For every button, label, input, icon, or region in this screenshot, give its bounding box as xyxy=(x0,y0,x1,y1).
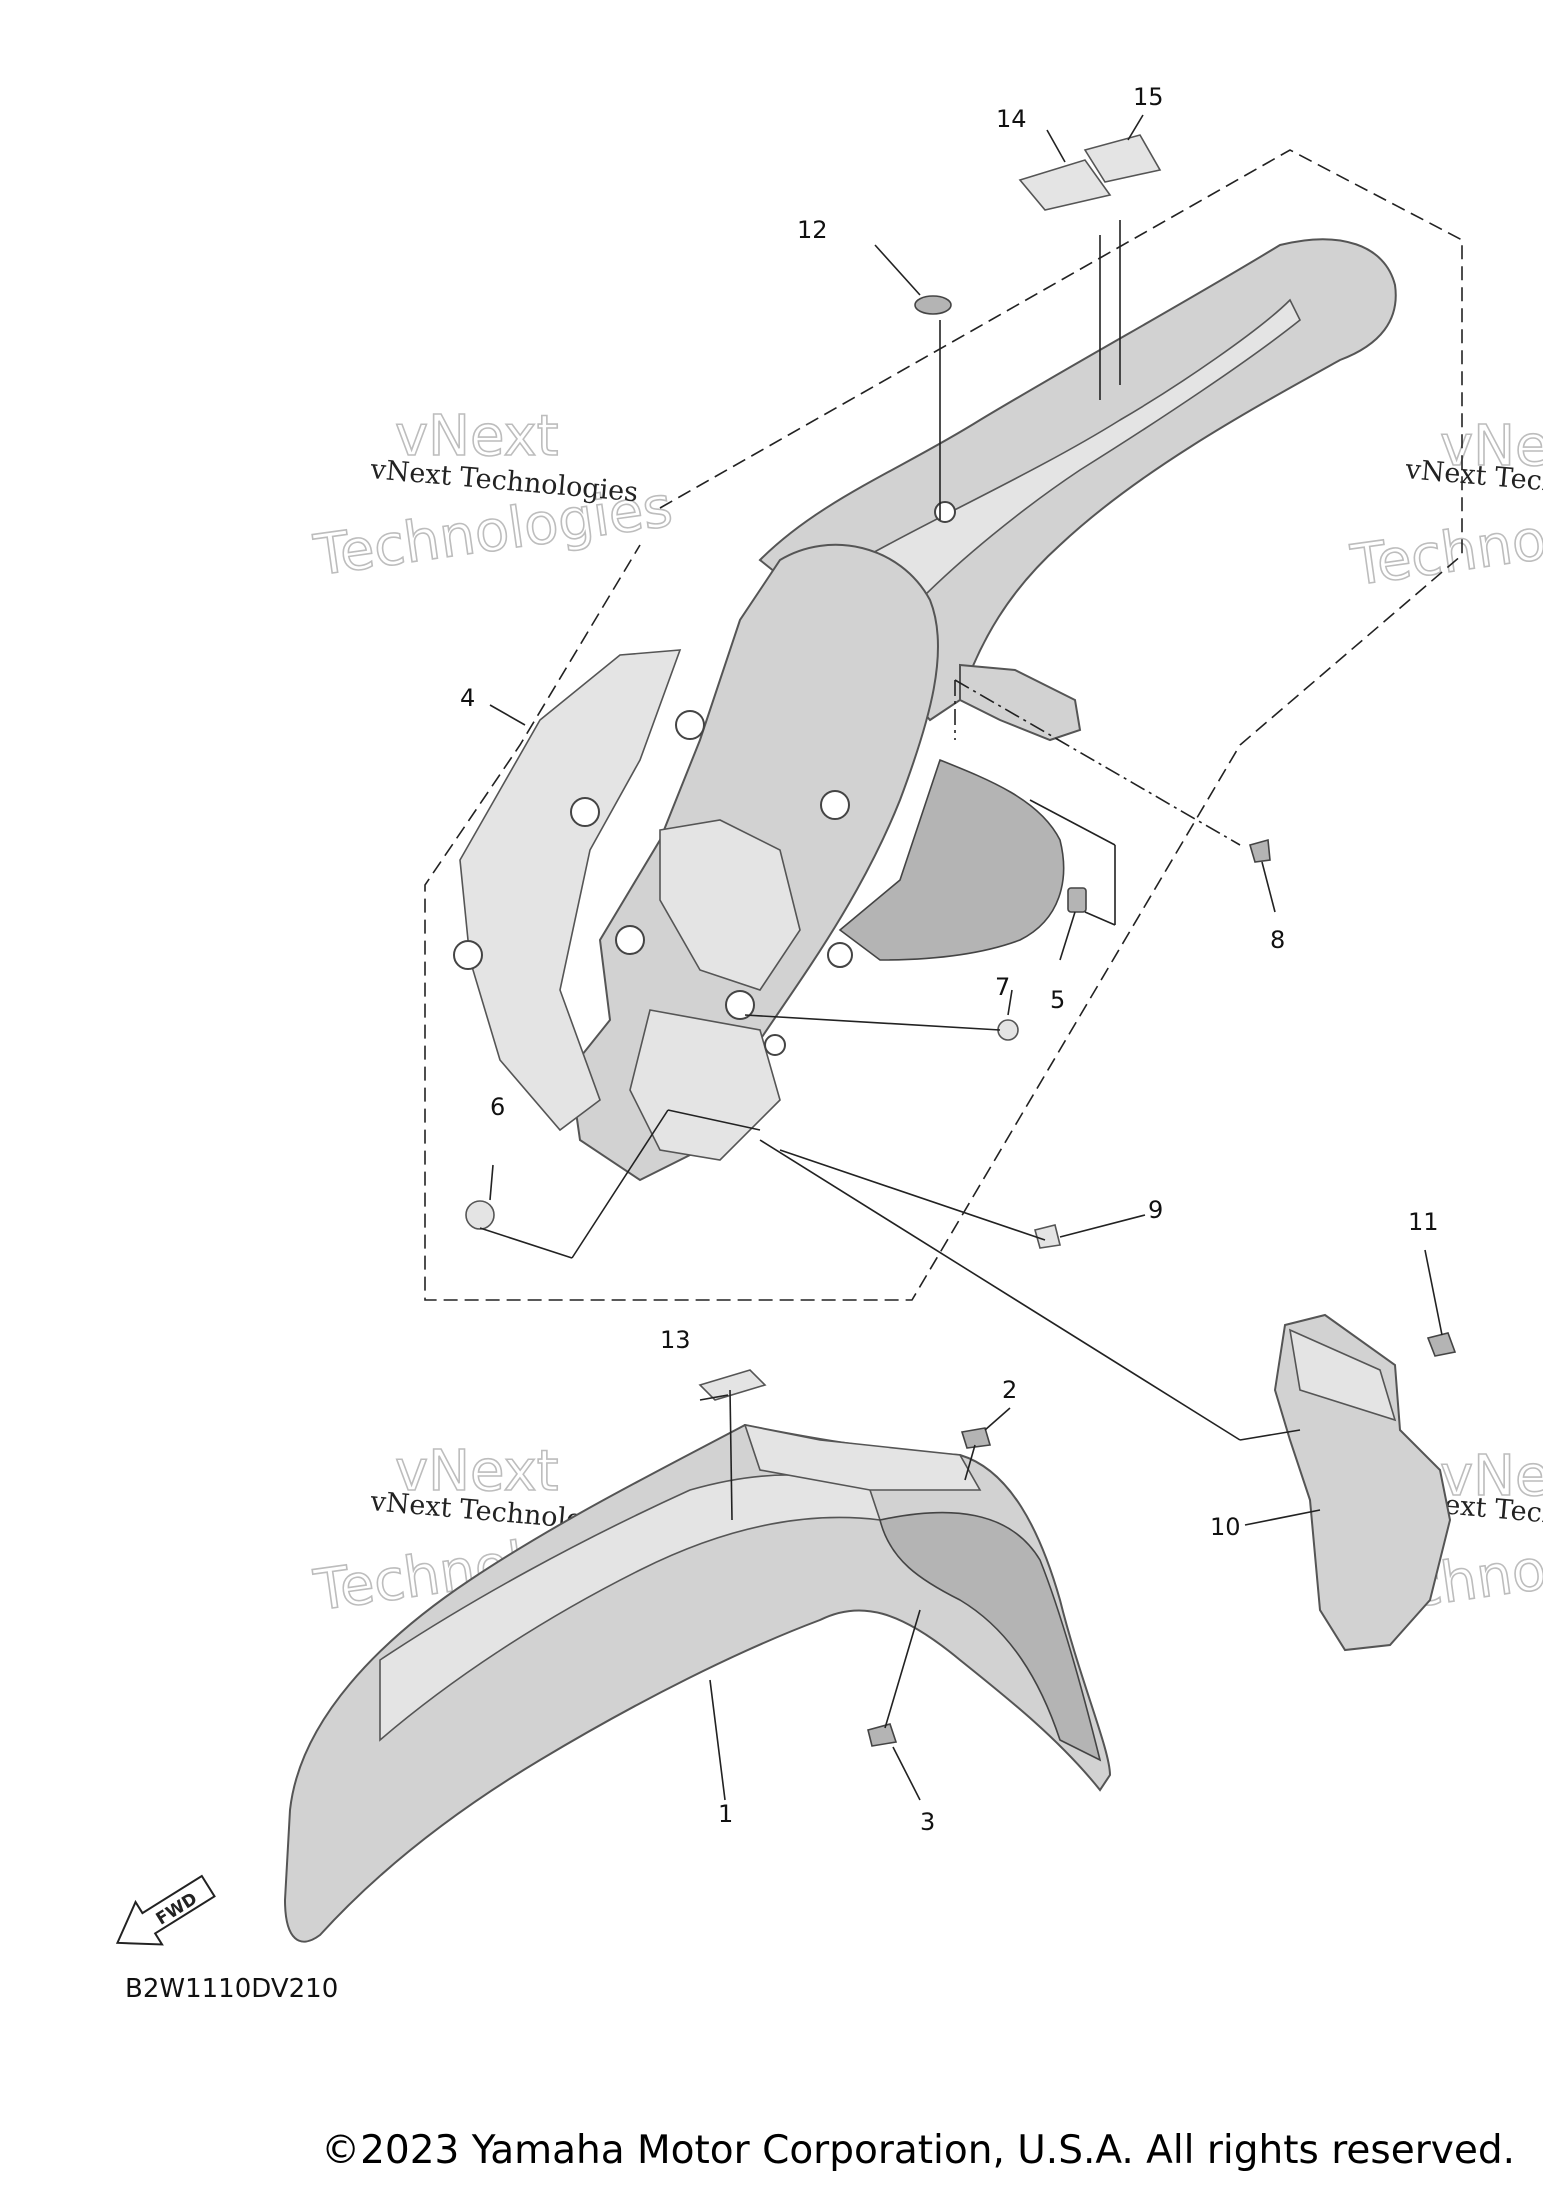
callout-2: 2 xyxy=(1002,1376,1017,1404)
small-parts xyxy=(465,134,1457,1747)
nut-7 xyxy=(997,1019,1019,1041)
watermark-group-top-left: vNext Technologies vNext Technologies xyxy=(309,403,677,590)
watermark-big-bottom: Technologies xyxy=(1347,484,1543,599)
sticker-15 xyxy=(1083,134,1162,183)
bolt-3 xyxy=(867,1723,898,1747)
mount-hole xyxy=(827,942,853,968)
watermark-big-top: vNext xyxy=(1440,414,1543,479)
washer-6 xyxy=(465,1200,495,1230)
forward-arrow: FWD xyxy=(115,1874,216,1946)
watermark-big-top: vNext xyxy=(395,404,559,469)
callout-4: 4 xyxy=(460,684,475,712)
callout-12: 12 xyxy=(797,216,828,244)
callout-11: 11 xyxy=(1408,1208,1439,1236)
callout-3: 3 xyxy=(920,1808,935,1836)
assembly-boundary xyxy=(424,149,1463,1301)
bolt-2 xyxy=(960,1427,992,1449)
mount-hole xyxy=(675,710,705,740)
callout-1: 1 xyxy=(718,1800,733,1828)
callout-9: 9 xyxy=(1148,1196,1163,1224)
callouts: 14 15 12 4 8 7 5 6 9 11 13 2 10 1 3 xyxy=(460,83,1439,1836)
grommet-12 xyxy=(914,295,952,315)
callout-5: 5 xyxy=(1050,986,1065,1014)
mount-hole xyxy=(570,797,600,827)
callout-8: 8 xyxy=(1270,926,1285,954)
sticker-14 xyxy=(1018,159,1112,211)
rear-fender xyxy=(453,238,1397,1182)
bolt-8 xyxy=(1249,838,1271,863)
copyright-notice: ©2023 Yamaha Motor Corporation, U.S.A. A… xyxy=(321,2128,1515,2173)
callout-15: 15 xyxy=(1133,83,1164,111)
callout-10: 10 xyxy=(1210,1513,1241,1541)
screw-11 xyxy=(1426,1332,1457,1357)
mount-hole xyxy=(615,925,645,955)
mount-hole xyxy=(453,940,483,970)
callout-7: 7 xyxy=(995,973,1010,1001)
mount-hole xyxy=(934,501,956,523)
sticker-13 xyxy=(698,1369,767,1401)
clip-5 xyxy=(1067,887,1087,913)
leader-lines xyxy=(479,114,1443,1801)
callout-13: 13 xyxy=(660,1326,691,1354)
mud-flap xyxy=(1273,1313,1452,1652)
watermark-big-top: vNext xyxy=(395,1439,559,1504)
mount-hole xyxy=(820,790,850,820)
mount-hole xyxy=(764,1034,786,1056)
front-fender xyxy=(283,1423,1112,1943)
callout-6: 6 xyxy=(490,1093,505,1121)
watermark-big-top: vNext xyxy=(1440,1444,1543,1509)
nut-9 xyxy=(1034,1224,1061,1249)
arrow-left-icon xyxy=(115,1874,216,1946)
watermark-group-top-right: vNext Technologies vNext Technologies xyxy=(1346,413,1543,600)
drawing-code: B2W1110DV210 xyxy=(125,1974,338,2004)
callout-14: 14 xyxy=(996,105,1027,133)
mount-hole xyxy=(725,990,755,1020)
